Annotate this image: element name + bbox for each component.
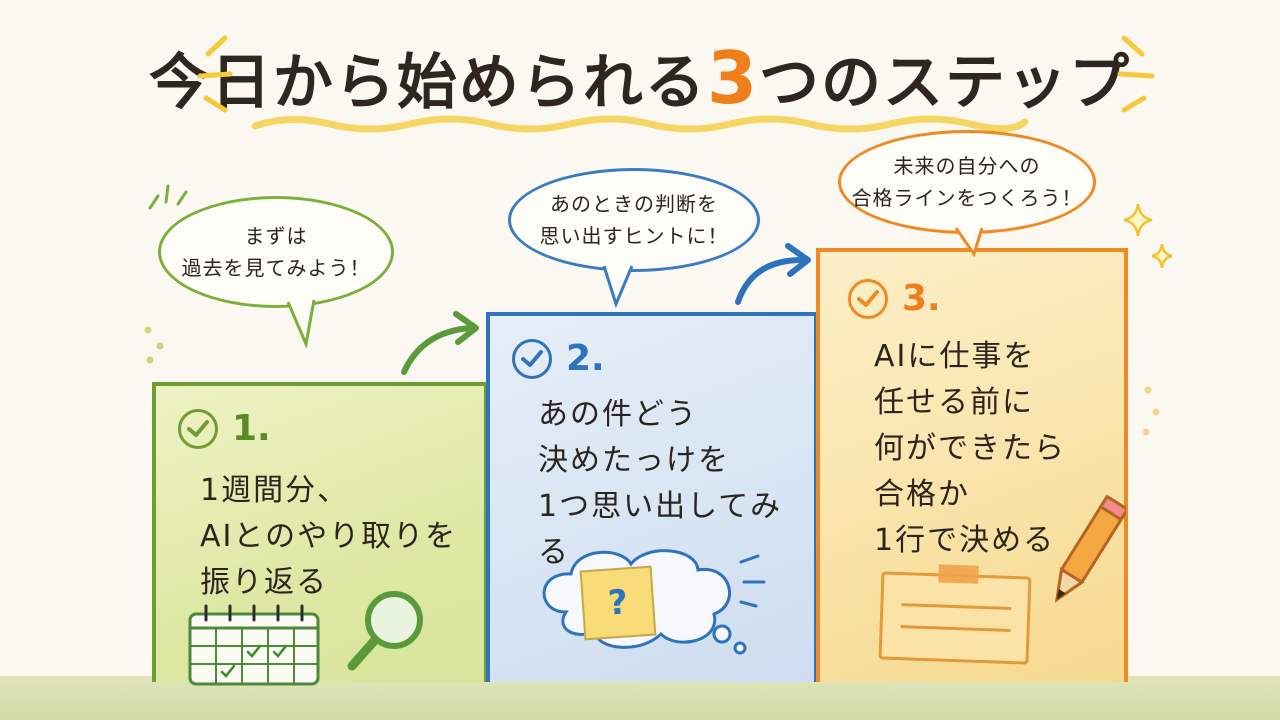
step-3-bubble-tail [954, 227, 984, 258]
step-1-number: 1. [232, 408, 271, 449]
step-2-bubble-tail [602, 265, 634, 308]
step-1-header: 1. [178, 408, 271, 449]
step-3-panel: 3. AIに仕事を 任せる前に 何ができたら 合格か 1行で決める [816, 248, 1128, 682]
page-title: 今日から始められる3つのステップ [0, 34, 1280, 121]
thought-cloud-icon [542, 549, 766, 655]
question-note-icon: ? [579, 565, 657, 641]
title-main: 今日から始められる [148, 48, 707, 118]
step-2-header: 2. [512, 338, 605, 379]
magnifier-icon [347, 591, 423, 671]
check-circle-icon [178, 408, 218, 449]
decorative-dots-left [144, 326, 164, 364]
pencil-icon [1054, 494, 1126, 603]
sparkle-icon [1123, 203, 1173, 269]
step-2-number: 2. [566, 338, 605, 379]
step-3-number: 3. [902, 278, 941, 319]
step-1-panel: 1. 1週間分、 AIとのやり取りを 振り返る [152, 382, 488, 686]
title-sparkle-right-icon [1117, 35, 1155, 113]
check-circle-icon [512, 338, 552, 379]
step-1-text: 1週間分、 AIとのやり取りを 振り返る [200, 473, 458, 600]
title-suffix: つのステップ [759, 48, 1132, 118]
calendar-icon [188, 604, 320, 686]
step-2-text: あの件どう 決めたっけを 1つ思い出してみる [538, 397, 783, 570]
step-1-emphasis-marks-icon [148, 184, 188, 210]
memo-icon [878, 564, 1032, 665]
step-1-speech-bubble: まずは 過去を見てみよう！ [158, 196, 394, 308]
step-arrow-2-to-3-icon [735, 243, 811, 305]
step-arrow-1-to-2-icon [401, 311, 479, 375]
check-circle-icon [848, 278, 888, 319]
step-3-speech-bubble: 未来の自分への 合格ラインをつくろう！ [838, 130, 1096, 234]
step-2-speech-bubble: あのときの判断を 思い出すヒントに！ [508, 168, 760, 272]
title-number: 3 [706, 36, 760, 120]
step-2-panel: 2. あの件どう 決めたっけを 1つ思い出してみる ? [486, 312, 818, 682]
step-3-text: AIに仕事を 任せる前に 何ができたら 合格か 1行で決める [874, 339, 1066, 558]
step-3-header: 3. [848, 278, 941, 319]
step-1-bubble-tail [286, 299, 316, 348]
decorative-dots-right [1142, 386, 1160, 436]
title-underline-decoration [251, 115, 1029, 133]
title-sparkle-left-icon [197, 35, 233, 113]
